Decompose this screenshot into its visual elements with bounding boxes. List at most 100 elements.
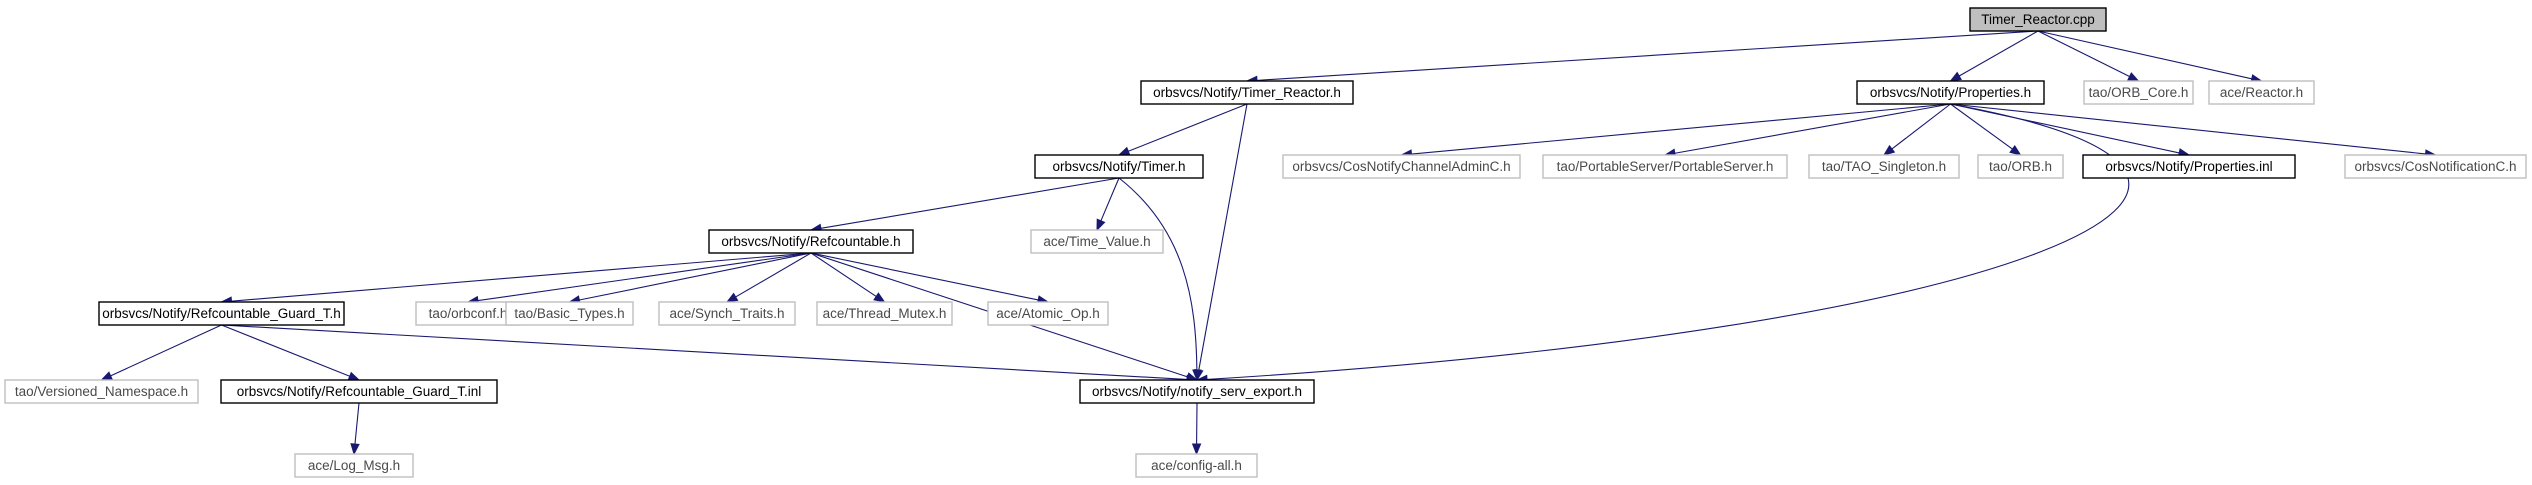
- node-label: tao/Basic_Types.h: [514, 306, 624, 321]
- edge-line: [1950, 103, 2426, 155]
- node-basic-types-h: tao/Basic_Types.h: [505, 301, 634, 326]
- arrowhead: [873, 292, 886, 303]
- edge-timer-reactor-cpp-to-orb-core-h: [2037, 30, 2140, 82]
- edge-timer-reactor-cpp-to-timer-reactor-h: [1245, 30, 2039, 86]
- node-portableserver-h: tao/PortableServer/PortableServer.h: [1542, 154, 1788, 179]
- node-label: ace/Reactor.h: [2220, 85, 2303, 100]
- node-box: [220, 379, 498, 404]
- node-cosnotificationc-h: orbsvcs/CosNotificationC.h: [2344, 154, 2527, 179]
- edge-line: [221, 324, 350, 377]
- node-log-msg-h: ace/Log_Msg.h: [294, 453, 414, 478]
- edge-timer-h-to-refcountable-h: [809, 177, 1120, 233]
- edge-line: [1118, 177, 1198, 371]
- node-label: orbsvcs/Notify/Refcountable.h: [721, 234, 900, 249]
- edge-properties-h-to-portableserver-h: [1663, 103, 1951, 158]
- node-box: [2208, 80, 2315, 105]
- node-box: [1542, 154, 1788, 179]
- node-label: orbsvcs/Notify/Properties.h: [1870, 85, 2031, 100]
- node-label: tao/orbconf.h: [429, 306, 508, 321]
- node-label: orbsvcs/Notify/Timer_Reactor.h: [1153, 85, 1341, 100]
- node-box: [1034, 154, 1204, 179]
- edge-line: [579, 252, 812, 301]
- node-label: Timer_Reactor.cpp: [1981, 12, 2095, 27]
- edge-timer-h-to-notify-serv-export-h: [1118, 177, 1202, 382]
- arrowhead: [1191, 443, 1202, 456]
- node-box: [1969, 7, 2107, 32]
- node-label: orbsvcs/Notify/Properties.inl: [2105, 159, 2272, 174]
- node-box: [1140, 80, 1354, 105]
- node-properties-h[interactable]: orbsvcs/Notify/Properties.h: [1856, 80, 2045, 105]
- node-timer-reactor-cpp[interactable]: Timer_Reactor.cpp: [1969, 7, 2107, 32]
- node-label: tao/Versioned_Namespace.h: [15, 384, 188, 399]
- node-box: [1030, 229, 1164, 254]
- node-time-value-h: ace/Time_Value.h: [1030, 229, 1164, 254]
- edge-line: [110, 324, 222, 377]
- arrowhead: [725, 292, 739, 303]
- arrowhead: [100, 371, 114, 381]
- edge-line: [1128, 103, 1248, 152]
- edge-line: [820, 177, 1120, 229]
- node-timer-h[interactable]: orbsvcs/Notify/Timer.h: [1034, 154, 1204, 179]
- edge-timer-h-to-time-value-h: [1096, 177, 1120, 232]
- node-label: orbsvcs/Notify/Refcountable_Guard_T.inl: [237, 384, 482, 399]
- node-label: ace/Time_Value.h: [1043, 234, 1150, 249]
- edge-notify-serv-export-h-to-config-all-h: [1191, 402, 1202, 456]
- edge-refcountable-guard-t-h-to-versioned-namespace-h: [100, 324, 222, 381]
- edge-properties-h-to-notify-serv-export-h: [1195, 103, 2130, 385]
- edge-line: [221, 324, 1188, 380]
- node-box: [2344, 154, 2527, 179]
- node-config-all-h: ace/config-all.h: [1135, 453, 1258, 478]
- edge-line: [1674, 103, 1951, 154]
- node-reactor-h: ace/Reactor.h: [2208, 80, 2315, 105]
- node-orb-h: tao/ORB.h: [1977, 154, 2064, 179]
- edge-refcountable-guard-t-inl-to-log-msg-h: [350, 402, 360, 456]
- edge-refcountable-h-to-atomic-op-h: [810, 252, 1050, 305]
- node-atomic-op-h: ace/Atomic_Op.h: [987, 301, 1109, 326]
- node-box: [294, 453, 414, 478]
- edge-line: [1411, 103, 1951, 155]
- node-box: [708, 229, 914, 254]
- arrowhead: [2126, 72, 2140, 82]
- nodes-layer: Timer_Reactor.cpp orbsvcs/Notify/Timer_Re…: [4, 7, 2527, 478]
- node-label: ace/Thread_Mutex.h: [823, 306, 947, 321]
- node-box: [1135, 453, 1258, 478]
- arrowhead: [1882, 144, 1896, 156]
- node-label: tao/ORB.h: [1989, 159, 2052, 174]
- node-tao-singleton-h: tao/TAO_Singleton.h: [1808, 154, 1960, 179]
- node-refcountable-guard-t-h[interactable]: orbsvcs/Notify/Refcountable_Guard_T.h: [98, 301, 345, 326]
- node-properties-inl[interactable]: orbsvcs/Notify/Properties.inl: [2082, 154, 2296, 179]
- node-box: [1808, 154, 1960, 179]
- edge-line: [1891, 103, 1951, 150]
- node-refcountable-guard-t-inl[interactable]: orbsvcs/Notify/Refcountable_Guard_T.inl: [220, 379, 498, 404]
- node-timer-reactor-h[interactable]: orbsvcs/Notify/Timer_Reactor.h: [1140, 80, 1354, 105]
- arrowhead: [1117, 146, 1131, 156]
- node-box: [98, 301, 345, 326]
- edge-line: [477, 252, 812, 302]
- edge-timer-reactor-h-to-notify-serv-export-h: [1194, 103, 1248, 382]
- edge-line: [354, 402, 360, 445]
- node-box: [1079, 379, 1315, 404]
- arrowhead: [350, 443, 360, 456]
- edge-refcountable-guard-t-h-to-notify-serv-export-h: [221, 324, 1199, 385]
- edge-refcountable-h-to-refcountable-guard-t-h: [220, 252, 812, 306]
- edge-timer-reactor-cpp-to-reactor-h: [2037, 30, 2263, 84]
- node-box: [2083, 80, 2194, 105]
- node-box: [1977, 154, 2064, 179]
- node-label: orbsvcs/Notify/Timer.h: [1052, 159, 1185, 174]
- edge-properties-h-to-tao-singleton-h: [1882, 103, 1951, 156]
- node-refcountable-h[interactable]: orbsvcs/Notify/Refcountable.h: [708, 229, 914, 254]
- arrowhead: [1192, 369, 1202, 382]
- edge-timer-reactor-cpp-to-properties-h: [1949, 30, 2039, 82]
- edge-properties-h-to-orb-h: [1950, 103, 2022, 156]
- edge-refcountable-h-to-orbconf-h: [466, 252, 812, 306]
- node-label: ace/Log_Msg.h: [308, 458, 400, 473]
- edge-refcountable-h-to-synch-traits-h: [725, 252, 812, 303]
- node-notify-serv-export-h[interactable]: orbsvcs/Notify/notify_serv_export.h: [1079, 379, 1315, 404]
- edge-line: [2037, 30, 2252, 80]
- node-box: [4, 379, 199, 404]
- arrowhead: [1949, 71, 1962, 82]
- node-versioned-namespace-h: tao/Versioned_Namespace.h: [4, 379, 199, 404]
- node-box: [1282, 154, 1521, 179]
- node-box: [658, 301, 796, 326]
